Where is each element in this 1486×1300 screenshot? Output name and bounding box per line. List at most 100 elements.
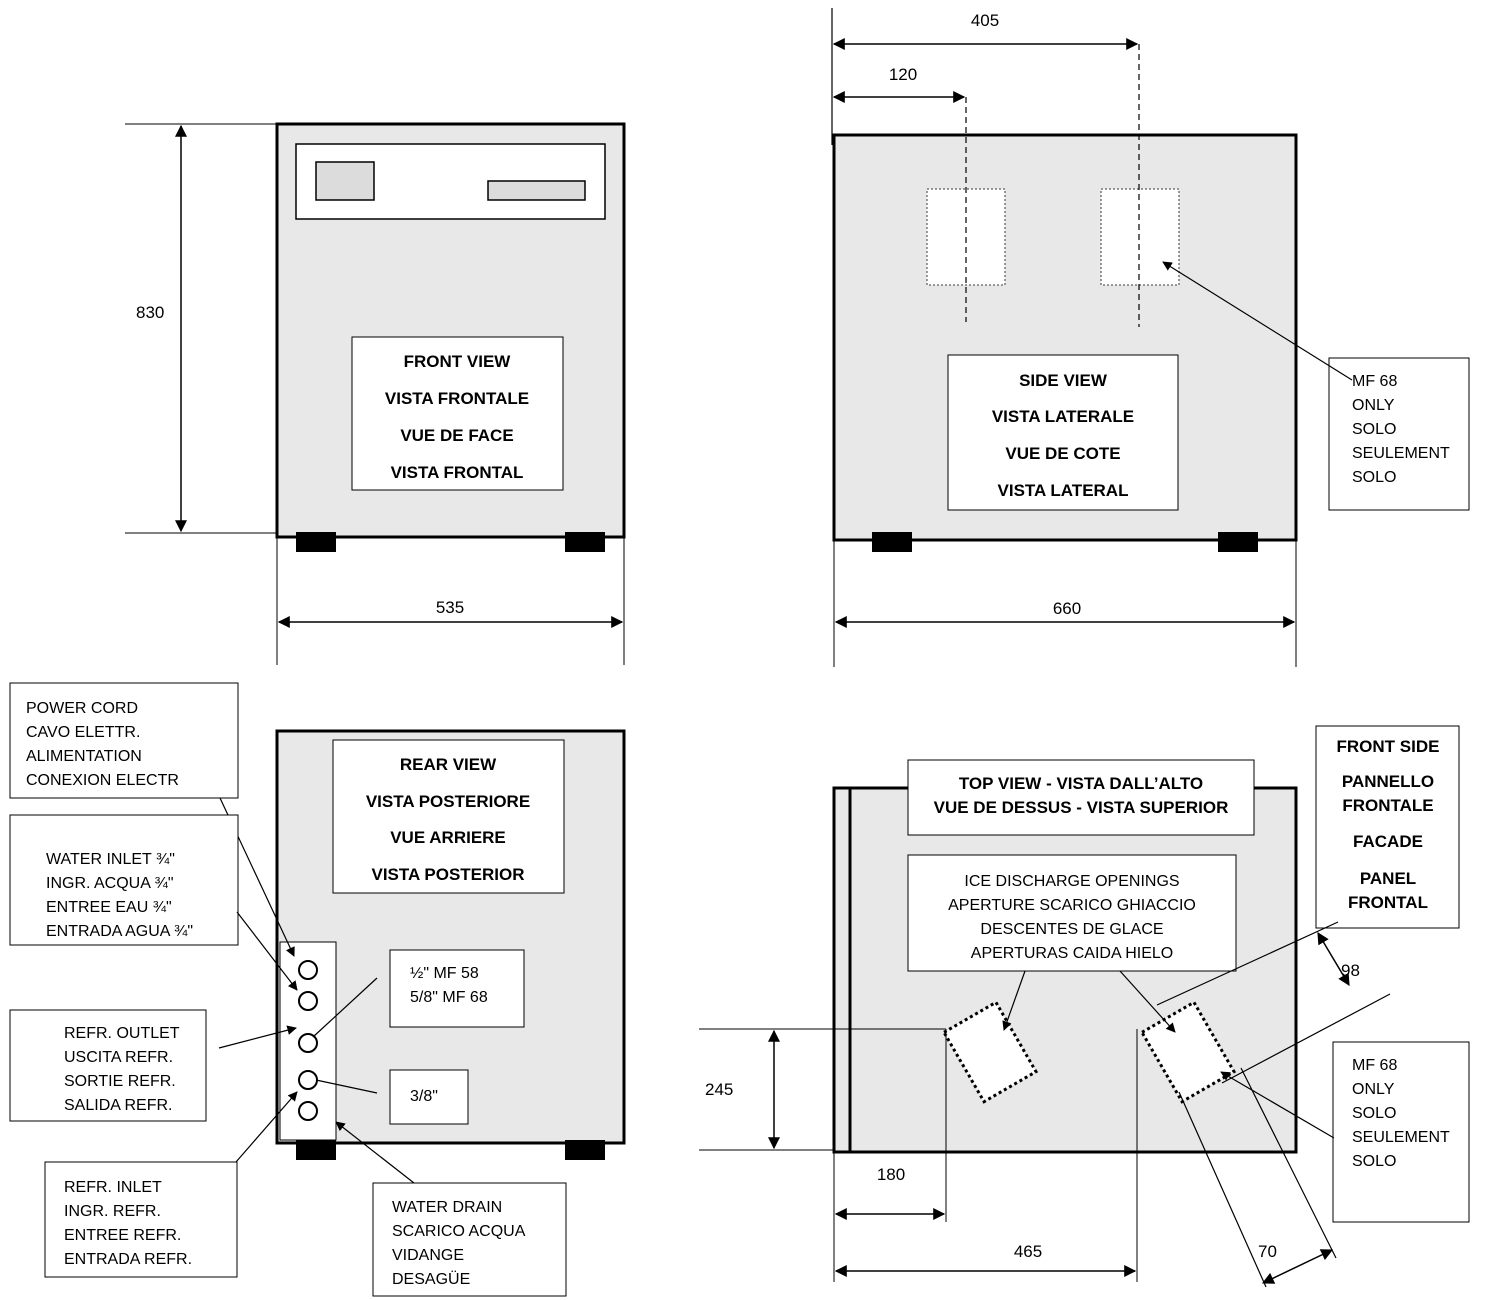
rear-view-label-box — [332, 739, 565, 894]
side-note-3: SOLO — [1352, 421, 1396, 438]
refr-outlet-1: REFR. OUTLET — [64, 1025, 180, 1042]
rear-view-label-4: VISTA POSTERIOR — [371, 865, 524, 884]
ice-leader-1 — [1002, 970, 1026, 1031]
rear-port-water-inlet — [298, 991, 318, 1011]
power-cord-2: CAVO ELETTR. — [26, 724, 140, 741]
top-view: TOP VIEW - VISTA DALL’ALTO VUE DE DESSUS… — [699, 725, 1470, 1288]
front-view-label-box — [351, 336, 564, 491]
dim-98-line — [1317, 931, 1350, 987]
rear-foot-left — [296, 1140, 336, 1160]
front-foot-right — [565, 532, 605, 552]
side-note-4: SEULEMENT — [1352, 445, 1450, 462]
dim-70-ext-2 — [1240, 1067, 1337, 1259]
refr-inlet-leader — [235, 1091, 298, 1163]
water-drain-leader — [335, 1121, 415, 1184]
dim-465-value: 465 — [1014, 1242, 1042, 1261]
ice-leader-2 — [1119, 970, 1176, 1033]
ice-openings-box — [907, 854, 1237, 972]
dim-70-ext-1 — [1178, 1091, 1267, 1288]
pipe-size-1: ½" MF 58 — [410, 965, 479, 982]
front-view-label-2: VISTA FRONTALE — [385, 389, 529, 408]
dim-98-value: 98 — [1341, 961, 1360, 980]
power-cord-box — [9, 682, 239, 799]
top-view-label-2: VUE DE DESSUS - VISTA SUPERIOR — [934, 798, 1229, 817]
refr-inlet-2: INGR. REFR. — [64, 1203, 161, 1220]
top-view-label-1: TOP VIEW - VISTA DALL’ALTO — [959, 774, 1203, 793]
front-display — [315, 161, 375, 201]
pipe-size-leader — [312, 977, 378, 1038]
water-inlet-1: WATER INLET ¾" — [46, 851, 175, 868]
dim-98-ext-1 — [1156, 921, 1339, 1006]
refr-inlet-box — [44, 1161, 238, 1278]
dim-70-value: 70 — [1258, 1242, 1277, 1261]
refr-outlet-4: SALIDA REFR. — [64, 1097, 172, 1114]
side-note-2: ONLY — [1352, 397, 1395, 414]
refr-outlet-leader — [218, 1025, 297, 1049]
pipe-size-2: 5/8" MF 68 — [410, 989, 488, 1006]
side-note-1: MF 68 — [1352, 373, 1397, 390]
inlet-size-leader — [315, 1079, 378, 1094]
refr-outlet-2: USCITA REFR. — [64, 1049, 173, 1066]
water-drain-4: DESAGÜE — [392, 1270, 470, 1288]
side-note-box — [1328, 357, 1470, 511]
front-foot-left — [296, 532, 336, 552]
water-drain-1: WATER DRAIN — [392, 1199, 502, 1216]
ice-openings-1: ICE DISCHARGE OPENINGS — [964, 873, 1179, 890]
water-inlet-leader — [236, 911, 298, 991]
top-view-label-box — [907, 759, 1255, 836]
side-note-leader — [1162, 261, 1353, 381]
power-cord-4: CONEXION ELECTR — [26, 772, 179, 789]
rear-port-drain — [298, 1101, 318, 1121]
water-drain-2: SCARICO ACQUA — [392, 1223, 526, 1240]
refr-inlet-3: ENTREE REFR. — [64, 1227, 181, 1244]
rear-port-refr-inlet — [298, 1070, 318, 1090]
top-opening-2 — [1139, 1000, 1237, 1104]
side-foot-right — [1218, 532, 1258, 552]
front-view: FRONT VIEW VISTA FRONTALE VUE DE FACE VI… — [125, 122, 626, 665]
side-view-label-3: VUE DE COTE — [1005, 444, 1120, 463]
front-view-label-1: FRONT VIEW — [404, 352, 512, 371]
water-inlet-box — [9, 814, 239, 946]
side-note-5: SOLO — [1352, 469, 1396, 486]
side-width-value: 660 — [1053, 599, 1081, 618]
side-view-label-2: VISTA LATERALE — [992, 407, 1134, 426]
water-inlet-3: ENTREE EAU ¾" — [46, 899, 172, 916]
front-side-3: FRONTALE — [1342, 796, 1433, 815]
side-view: 405 120 SIDE VIEW VISTA LATERALE VUE DE … — [831, 8, 1470, 667]
front-side-box — [1315, 725, 1460, 929]
side-view-label-4: VISTA LATERAL — [998, 481, 1129, 500]
side-view-label-1: SIDE VIEW — [1019, 371, 1108, 390]
top-opening-1 — [941, 1000, 1039, 1104]
pipe-size-box — [389, 949, 525, 1028]
front-side-2: PANNELLO — [1342, 772, 1434, 791]
ice-openings-4: APERTURAS CAIDA HIELO — [971, 945, 1173, 962]
front-side-1: FRONT SIDE — [1337, 737, 1440, 756]
top-note-5: SOLO — [1352, 1153, 1396, 1170]
rear-view-label-2: VISTA POSTERIORE — [366, 792, 530, 811]
top-note-1: MF 68 — [1352, 1057, 1397, 1074]
rear-view: REAR VIEW VISTA POSTERIORE VUE ARRIERE V… — [9, 682, 626, 1297]
refr-inlet-4: ENTRADA REFR. — [64, 1251, 192, 1268]
rear-port-refr-outlet — [298, 1033, 318, 1053]
rear-view-label-3: VUE ARRIERE — [390, 828, 506, 847]
water-inlet-4: ENTRADA AGUA ¾" — [46, 923, 193, 940]
front-height-value: 830 — [136, 303, 164, 322]
dim-245-value: 245 — [705, 1080, 733, 1099]
side-dim-405-value: 405 — [971, 11, 999, 30]
side-opening-2 — [1100, 188, 1180, 286]
top-note-2: ONLY — [1352, 1081, 1395, 1098]
ice-openings-3: DESCENTES DE GLACE — [980, 921, 1163, 938]
side-view-label-box — [947, 354, 1179, 511]
power-cord-1: POWER CORD — [26, 700, 138, 717]
refr-inlet-1: REFR. INLET — [64, 1179, 162, 1196]
inlet-size-box — [389, 1069, 469, 1125]
water-drain-3: VIDANGE — [392, 1247, 464, 1264]
dim-180-value: 180 — [877, 1165, 905, 1184]
side-dim-120-value: 120 — [889, 65, 917, 84]
front-width-value: 535 — [436, 598, 464, 617]
side-foot-left — [872, 532, 912, 552]
rear-port-power — [298, 960, 318, 980]
inlet-size: 3/8" — [410, 1088, 438, 1105]
rear-foot-right — [565, 1140, 605, 1160]
